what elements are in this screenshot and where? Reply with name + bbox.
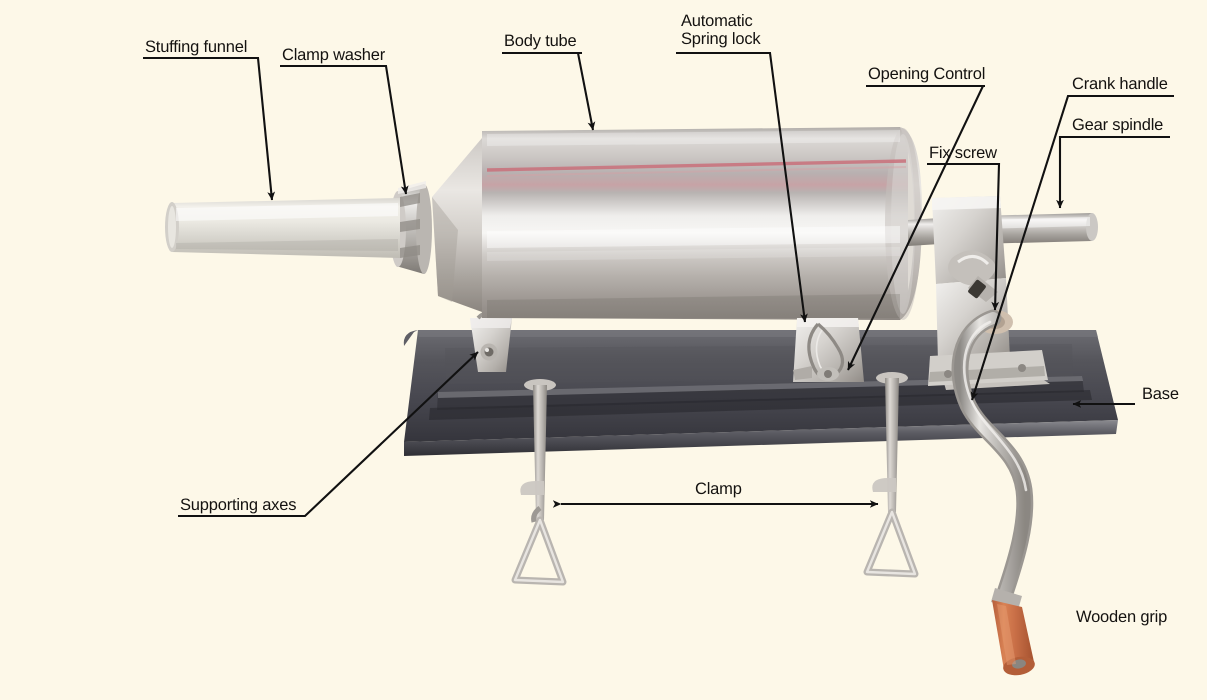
label-fix-screw: Fix screw: [929, 144, 997, 162]
crank-handle: [951, 309, 1035, 676]
label-clamp: Clamp: [695, 480, 742, 498]
body-tube: [432, 127, 922, 320]
clamp-screw-left: [511, 379, 567, 586]
label-wooden-grip: Wooden grip: [1076, 608, 1168, 626]
label-underlines: [143, 51, 1174, 166]
label-body-tube: Body tube: [504, 32, 577, 50]
spring-lock-assembly: [793, 318, 864, 382]
label-base: Base: [1142, 385, 1179, 403]
label-crank-handle: Crank handle: [1072, 75, 1168, 93]
label-opening-control: Opening Control: [868, 65, 986, 83]
base-plate: [403, 330, 1118, 456]
label-clamp-washer: Clamp washer: [282, 46, 386, 64]
stuffing-funnel: [165, 198, 400, 258]
label-supporting-axes: Supporting axes: [180, 496, 297, 514]
clamp-screw-right: [863, 372, 919, 578]
wooden-grip: [992, 600, 1035, 676]
label-gear-spindle: Gear spindle: [1072, 116, 1164, 134]
label-automatic-spring-lock: Automatic Spring lock: [681, 12, 761, 48]
label-stuffing-funnel: Stuffing funnel: [145, 38, 248, 56]
